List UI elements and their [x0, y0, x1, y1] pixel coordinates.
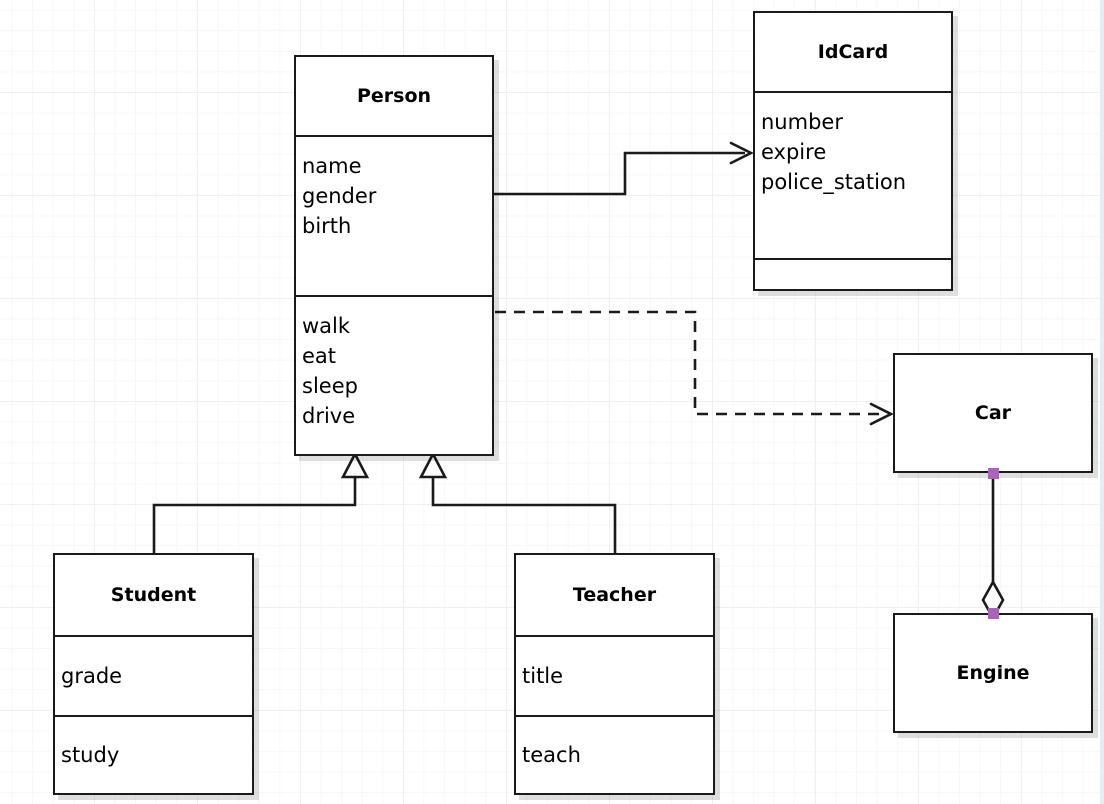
method-row: walk	[302, 314, 351, 338]
class-title-person: Person	[296, 57, 492, 135]
connector-student-person[interactable]	[152, 451, 370, 553]
class-name-label: Engine	[956, 662, 1030, 684]
class-attributes-student: grade	[55, 635, 252, 715]
uml-class-teacher[interactable]: Teacher title teach	[514, 553, 715, 795]
class-attributes-teacher: title	[516, 635, 713, 715]
open-arrowhead-icon	[869, 402, 894, 426]
class-title-student: Student	[55, 555, 252, 635]
attribute-row: grade	[61, 664, 123, 688]
open-arrowhead-icon	[729, 141, 754, 165]
attribute-row: birth	[302, 214, 352, 238]
class-title-idcard: IdCard	[755, 13, 951, 91]
class-name-label: Teacher	[572, 584, 657, 606]
class-attributes-person: name gender birth	[296, 135, 492, 295]
class-name-label: IdCard	[817, 41, 889, 63]
class-methods-teacher: teach	[516, 715, 713, 793]
uml-class-engine[interactable]: Engine	[893, 613, 1093, 733]
uml-class-idcard[interactable]: IdCard number expire police_station	[753, 11, 953, 291]
class-name-label: Car	[974, 402, 1012, 424]
method-row: sleep	[302, 374, 358, 398]
attribute-row: expire	[761, 140, 827, 164]
method-row: eat	[302, 344, 337, 368]
class-attributes-idcard: number expire police_station	[755, 91, 951, 258]
connector-car-engine[interactable]	[981, 473, 1005, 621]
class-title-car: Car	[895, 355, 1091, 471]
class-name-label: Person	[356, 85, 432, 107]
hollow-triangle-arrowhead-icon	[340, 451, 370, 479]
attribute-row: number	[761, 110, 843, 134]
class-methods-student: study	[55, 715, 252, 793]
attribute-row: gender	[302, 184, 377, 208]
class-title-engine: Engine	[895, 615, 1091, 731]
canvas-right-edge	[1100, 0, 1104, 804]
attribute-row: name	[302, 154, 362, 178]
class-title-teacher: Teacher	[516, 555, 713, 635]
connector-person-car[interactable]	[495, 310, 894, 426]
method-row: drive	[302, 404, 356, 428]
connector-person-idcard[interactable]	[494, 141, 754, 196]
attribute-row: police_station	[761, 170, 907, 194]
method-row: study	[61, 743, 120, 767]
hollow-triangle-arrowhead-icon	[418, 451, 448, 479]
class-methods-idcard	[755, 258, 951, 289]
attribute-row: title	[522, 664, 564, 688]
method-row: teach	[522, 743, 581, 767]
connection-handle-car-bottom[interactable]	[988, 468, 999, 479]
connection-handle-engine-top[interactable]	[988, 608, 999, 619]
uml-class-person[interactable]: Person name gender birth walk eat sleep …	[294, 55, 494, 456]
class-methods-person: walk eat sleep drive	[296, 295, 492, 454]
uml-class-car[interactable]: Car	[893, 353, 1093, 473]
uml-class-student[interactable]: Student grade study	[53, 553, 254, 795]
class-name-label: Student	[110, 584, 197, 606]
connector-teacher-person[interactable]	[418, 451, 617, 553]
